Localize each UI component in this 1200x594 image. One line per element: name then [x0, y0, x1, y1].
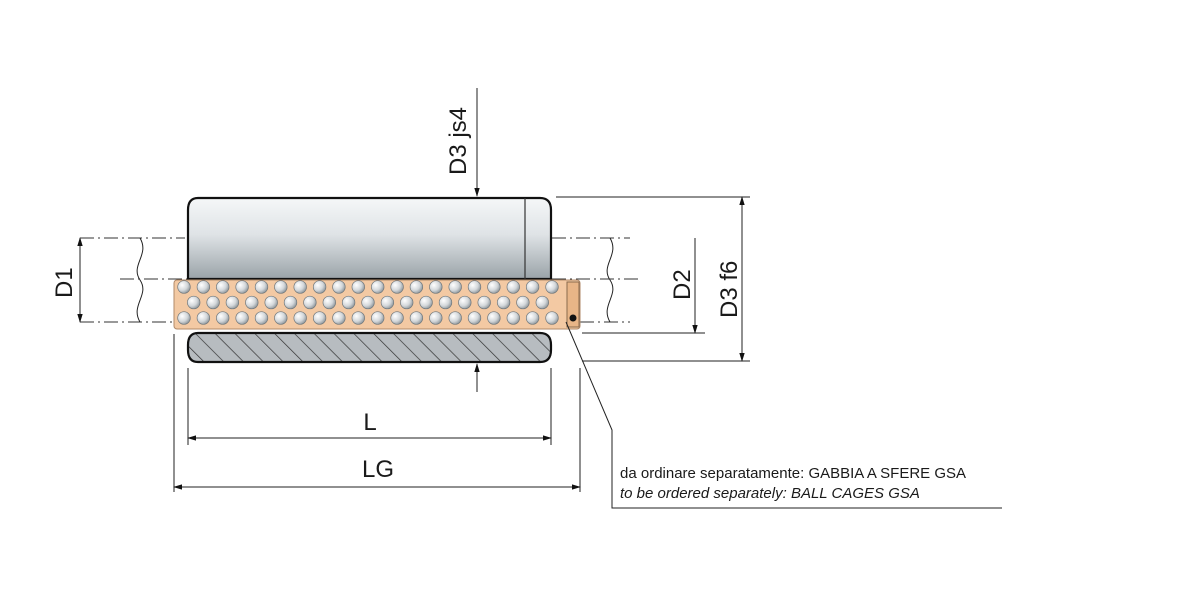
cage-ball [380, 295, 395, 310]
cage-ball [545, 311, 559, 325]
label-d1: D1 [51, 267, 78, 298]
cage-ball [312, 311, 327, 325]
cage-end-ring [566, 281, 580, 328]
cage-ball [506, 311, 520, 325]
cage-ball [467, 311, 482, 325]
cage-ball [216, 311, 230, 325]
cage-ball [448, 280, 462, 294]
l-dimension: L [187, 409, 552, 441]
cage-ball [467, 280, 482, 294]
note-english: to be ordered separately: BALL CAGES GSA [620, 485, 920, 502]
bushing-upper-body [186, 196, 553, 281]
cage-ball [216, 280, 230, 294]
cage-ball [438, 295, 453, 310]
cage-ball [390, 311, 404, 325]
cage-ball [187, 295, 201, 310]
balls-group [177, 280, 559, 325]
cage-ball [487, 280, 501, 294]
cage-detail-dot [569, 314, 577, 322]
cage-ball [458, 295, 472, 310]
cage-ball [274, 311, 288, 325]
cage-ball [341, 295, 356, 310]
cage-ball [419, 295, 433, 310]
cage-ball [332, 311, 346, 325]
bushing-lower-section [186, 331, 553, 364]
cage-ball [274, 280, 288, 294]
label-l: L [363, 409, 376, 436]
cage-ball [177, 311, 191, 325]
cage-ball [535, 295, 549, 310]
cage-ball [245, 295, 259, 310]
cage-ball [177, 280, 191, 294]
cage-ball [525, 311, 540, 325]
cage-ball [264, 295, 278, 310]
cage-ball [332, 280, 346, 294]
cage-ball [322, 295, 336, 310]
d1-dimension: D1 [51, 237, 83, 323]
d3-f6-dimension: D3 f6 [556, 196, 750, 362]
cage-ball [225, 295, 240, 310]
label-d3-js4: D3 js4 [445, 107, 472, 175]
cage-ball [206, 295, 220, 310]
shaft-phantom-left [80, 237, 190, 323]
cage-ball [283, 295, 298, 310]
cage-ball [371, 280, 385, 294]
lg-dimension: LG [173, 456, 581, 490]
cage-ball [351, 280, 365, 294]
cage-ball [361, 295, 375, 310]
note-italian: da ordinare separatamente: GABBIA A SFER… [620, 465, 966, 482]
cage-ball [235, 280, 249, 294]
cage-ball [254, 311, 269, 325]
cage-ball [506, 280, 520, 294]
cage-ball [429, 311, 443, 325]
cage-ball [525, 280, 540, 294]
order-note: da ordinare separatamente: GABBIA A SFER… [620, 465, 966, 502]
shaft-phantom-right [552, 237, 640, 323]
label-d2: D2 [669, 269, 696, 300]
cage-ball [487, 311, 501, 325]
cage-ball [409, 311, 424, 325]
label-d3-f6: D3 f6 [716, 261, 743, 318]
cage-ball [312, 280, 327, 294]
cage-ball [429, 280, 443, 294]
ball-cage [173, 279, 581, 330]
cage-ball [448, 311, 462, 325]
note-leader [565, 321, 1002, 509]
cage-ball [400, 295, 414, 310]
cage-ball [409, 280, 424, 294]
cage-ball [477, 295, 491, 310]
cage-ball [516, 295, 530, 310]
cage-ball [496, 295, 511, 310]
cage-ball [293, 280, 307, 294]
cage-ball [390, 280, 404, 294]
cage-ball [235, 311, 249, 325]
label-lg: LG [362, 456, 394, 483]
cage-ball [371, 311, 385, 325]
cage-ball [196, 280, 211, 294]
cage-ball [196, 311, 211, 325]
cage-ball [254, 280, 269, 294]
cage-ball [303, 295, 317, 310]
cage-ball [293, 311, 307, 325]
d3-js4-dimension: D3 js4 [445, 88, 480, 392]
cage-ball [351, 311, 365, 325]
cage-ball [545, 280, 559, 294]
extension-lines [173, 334, 581, 492]
d2-dimension: D2 [582, 238, 705, 334]
